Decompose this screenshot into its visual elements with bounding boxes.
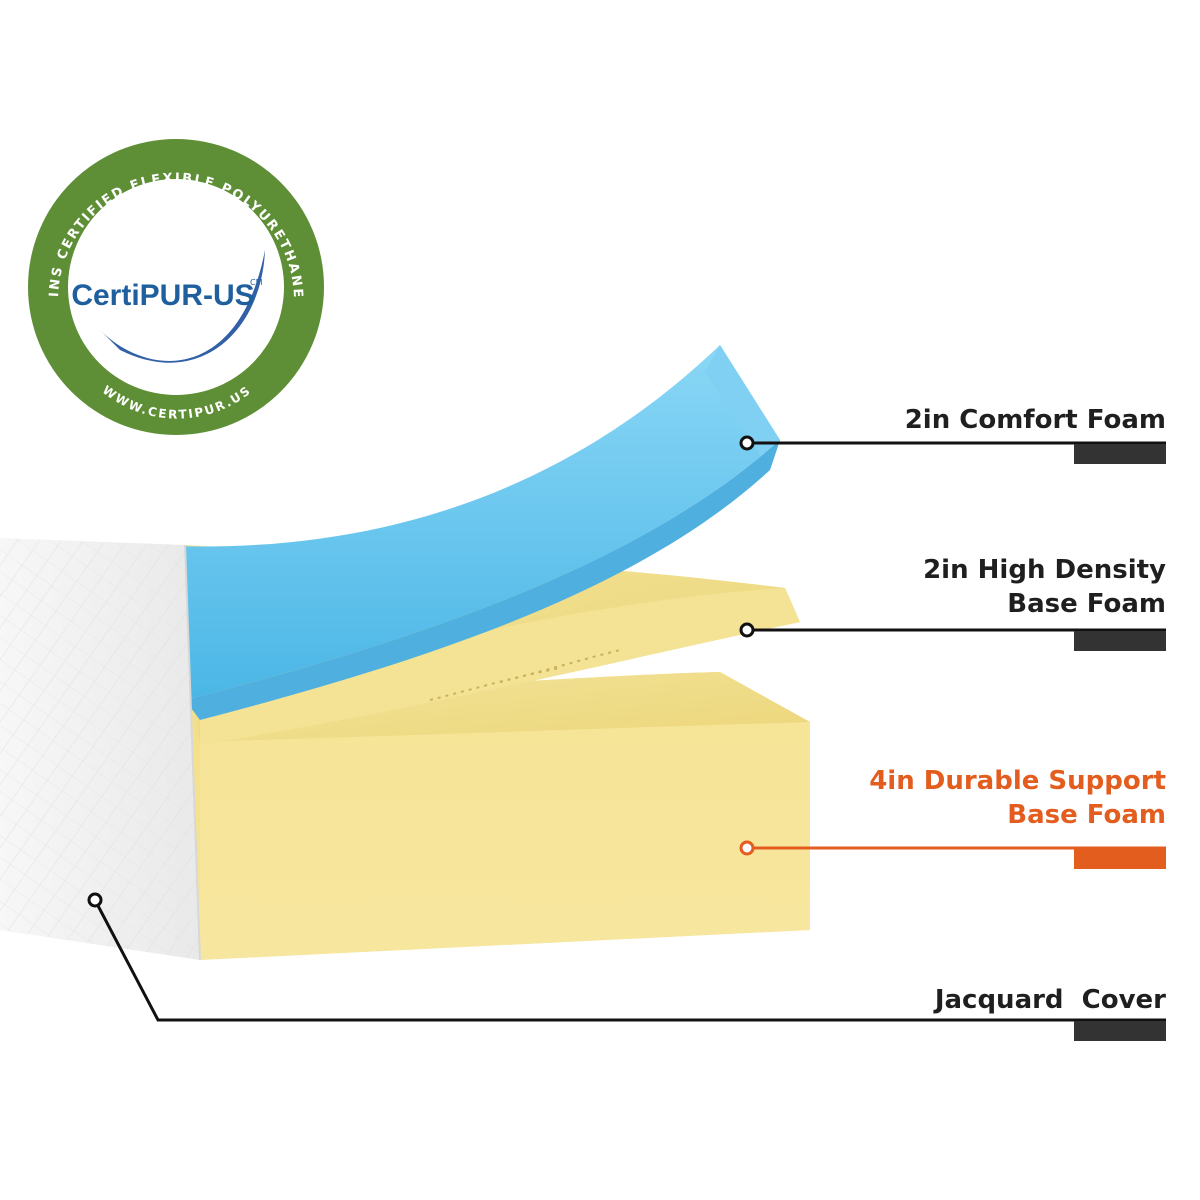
badge-name: CertiPUR-US (71, 279, 254, 312)
label-bar-support (1074, 849, 1166, 869)
leader-lines (87, 435, 1166, 1022)
label-bar-comfort (1074, 444, 1166, 464)
leader-dot-comfort (739, 435, 755, 451)
label-jacquard-cover: Jacquard Cover (935, 983, 1166, 1017)
label-line: 2in High Density (923, 555, 1166, 585)
label-line: Base Foam (1007, 589, 1166, 619)
label-high-density-foam: 2in High Density Base Foam (923, 553, 1166, 621)
label-line: 4in Durable Support (869, 766, 1166, 796)
label-bar-cover (1074, 1021, 1166, 1041)
badge-center (68, 179, 284, 395)
label-comfort-foam: 2in Comfort Foam (905, 403, 1166, 437)
leader-dot-cover (87, 892, 103, 908)
certipur-badge: CONTAINS CERTIFIED FLEXIBLE POLYURETHANE… (0, 0, 324, 435)
comfort-foam-layer (150, 345, 780, 720)
label-line: 2in Comfort Foam (904, 405, 1166, 435)
leader-dot-high-density (739, 622, 755, 638)
badge-trademark: CM (250, 278, 263, 287)
jacquard-cover (0, 538, 201, 961)
label-line: Jacquard Cover (934, 985, 1166, 1015)
label-line: Base Foam (1007, 800, 1166, 830)
support-foam-block (185, 672, 810, 960)
leader-line-cover (93, 899, 1166, 1022)
label-support-foam: 4in Durable Support Base Foam (869, 764, 1166, 832)
leader-dot-support (739, 840, 755, 856)
label-bar-high-density (1074, 631, 1166, 651)
